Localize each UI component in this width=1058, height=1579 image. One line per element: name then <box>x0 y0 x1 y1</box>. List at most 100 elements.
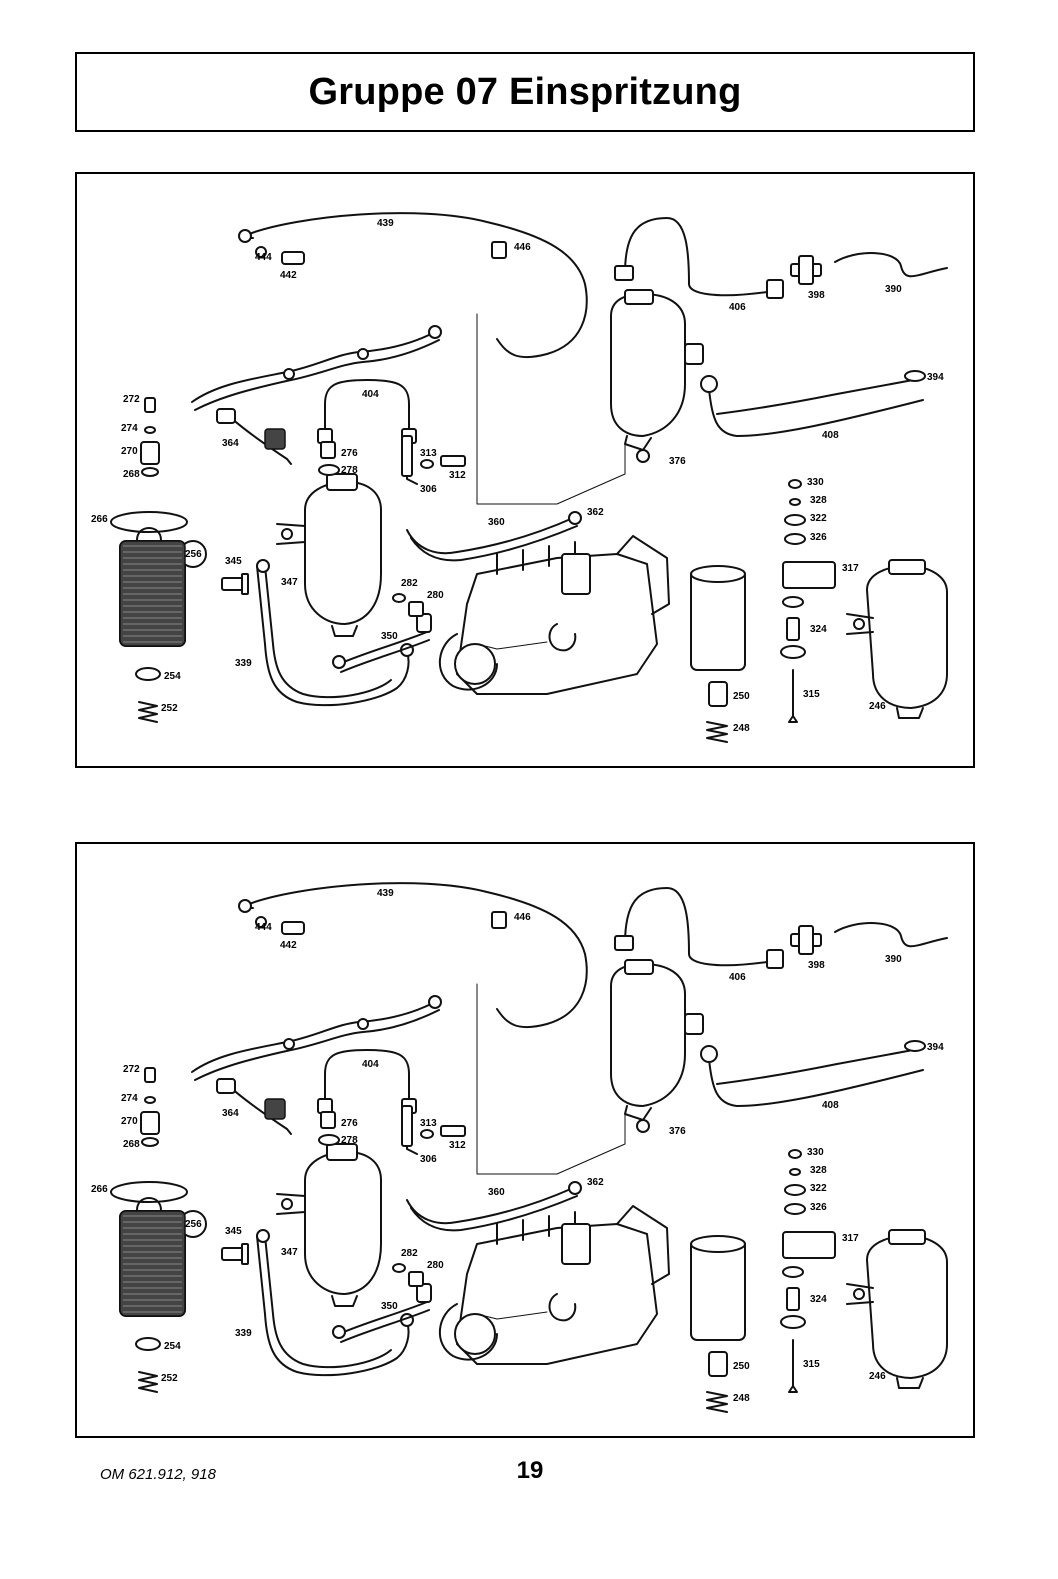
fitting-parts-272-268-shape-1 <box>144 426 156 434</box>
tee-fitting-313-shape-1 <box>420 1129 434 1139</box>
bracket-317-shape-0 <box>782 1231 836 1259</box>
part-label-312: 312 <box>449 470 466 481</box>
fitting-parts-272-268-shape-0 <box>144 1067 156 1083</box>
small-parts-330-326-shape-0 <box>788 1149 802 1159</box>
fuel-filter-top-shape-0 <box>624 959 654 975</box>
injection-lines-bundle-shape-2 <box>283 368 295 380</box>
part-label-266: 266 <box>91 1184 108 1195</box>
injection-lines-bundle-stroke-1 <box>194 339 440 411</box>
part-label-324: 324 <box>810 624 827 635</box>
filter-ring-266-top <box>110 511 188 533</box>
injection-pump-stroke-3 <box>616 535 670 615</box>
injection-lines-bundle-stroke-0 <box>191 1001 436 1073</box>
part-label-276: 276 <box>341 448 358 459</box>
return-line-408-stroke-0 <box>708 388 924 437</box>
hose-350-bottom <box>332 1283 432 1343</box>
spring-248-250-stroke-0 <box>706 1391 728 1413</box>
rings-282-280-shape-1 <box>408 1271 424 1287</box>
part-label-274: 274 <box>121 423 138 434</box>
part-label-339: 339 <box>235 658 252 669</box>
part-label-317: 317 <box>842 563 859 574</box>
fuel-filter-top-shape-1 <box>684 343 704 365</box>
fitting-parts-272-268-top <box>140 397 160 477</box>
ring-394-shape-0 <box>904 1040 926 1052</box>
tee-fitting-313-bottom <box>401 1105 466 1155</box>
small-parts-330-326-shape-2 <box>784 514 806 526</box>
fuel-line-404-shape-0 <box>317 1098 333 1114</box>
part-label-350: 350 <box>381 631 398 642</box>
small-parts-330-326-top <box>784 479 806 545</box>
part-label-330: 330 <box>807 1147 824 1158</box>
part-label-446: 446 <box>514 912 531 923</box>
part-label-272: 272 <box>123 1064 140 1075</box>
banjo-fitting-444-shape-1 <box>255 916 267 928</box>
screw-345-shape-1 <box>241 1243 249 1265</box>
fuel-line-390-stroke-0 <box>834 252 948 278</box>
small-parts-330-326-shape-1 <box>789 1168 801 1176</box>
injection-lines-bundle-top <box>191 325 442 411</box>
hose-360-shape-0 <box>568 511 582 525</box>
injection-pump-stroke-2 <box>438 1303 498 1361</box>
part-label-276: 276 <box>341 1118 358 1129</box>
part-label-362: 362 <box>587 507 604 518</box>
injection-pump-stroke-3 <box>616 1205 670 1285</box>
clip-446-top <box>491 241 507 259</box>
fuel-filter-top-shape-0 <box>624 289 654 305</box>
filter-housing-246-shape-1 <box>853 1288 865 1300</box>
pipe-364-top <box>216 408 292 465</box>
banjo-376-shape-1 <box>700 375 718 393</box>
leader-lines-stroke-1 <box>476 641 548 650</box>
part-label-313: 313 <box>420 448 437 459</box>
hollow-screw-442-bottom <box>281 921 305 935</box>
injection-lines-bundle-stroke-0 <box>191 331 436 403</box>
part-label-394: 394 <box>927 372 944 383</box>
page-number: 19 <box>516 1457 544 1484</box>
bolt-315-top <box>788 669 798 723</box>
part-label-362: 362 <box>587 1177 604 1188</box>
part-label-252: 252 <box>161 703 178 714</box>
injection-pump-stroke-1 <box>496 1211 576 1245</box>
part-label-274: 274 <box>121 1093 138 1104</box>
injection-lines-bundle-shape-0 <box>428 325 442 339</box>
banjo-fitting-444-shape-0 <box>238 229 252 243</box>
fuel-line-390-bottom <box>834 922 948 948</box>
filter-housing-center-stroke-2 <box>331 625 358 637</box>
screw-345-shape-0 <box>221 1247 245 1261</box>
part-label-360: 360 <box>488 1187 505 1198</box>
rings-282-280-bottom <box>392 1263 424 1287</box>
part-label-347: 347 <box>281 577 298 588</box>
hose-350-shape-0 <box>332 1325 346 1339</box>
part-label-315: 315 <box>803 689 820 700</box>
part-label-345: 345 <box>225 1226 242 1237</box>
return-line-408-top <box>708 379 924 437</box>
part-label-398: 398 <box>808 960 825 971</box>
part-label-322: 322 <box>810 1183 827 1194</box>
cross-fitting-398-top <box>790 255 822 285</box>
filter-housing-246-top <box>846 559 948 719</box>
fuel-filter-top-top <box>610 289 704 451</box>
fuel-line-390-top <box>834 252 948 278</box>
clip-446-shape-0 <box>491 241 507 259</box>
fuel-line-406-stroke-0 <box>624 217 768 297</box>
filter-housing-246-stroke-2 <box>896 707 924 719</box>
banjo-fitting-444-shape-1 <box>255 246 267 258</box>
part-label-345: 345 <box>225 556 242 567</box>
stack-326-322-shape-2 <box>780 645 806 659</box>
small-parts-330-326-shape-3 <box>784 1203 806 1215</box>
banjo-fitting-444-shape-0 <box>238 899 252 913</box>
injection-pump-top <box>438 535 670 695</box>
filter-can-shape-0 <box>690 1239 746 1341</box>
pipe-364-shape-0 <box>216 408 236 424</box>
nut-fitting-406-shape-0 <box>614 935 634 951</box>
part-label-254: 254 <box>164 671 181 682</box>
injection-pump-shape-1 <box>561 553 591 595</box>
tee-fitting-313-top <box>401 435 466 485</box>
bracket-317-bottom <box>782 1231 836 1259</box>
fitting-parts-272-268-shape-2 <box>140 1111 160 1135</box>
return-line-339-stroke-0 <box>256 1235 410 1377</box>
hose-350-top <box>332 613 432 673</box>
filter-housing-246-stroke-2 <box>896 1377 924 1389</box>
part-label-324: 324 <box>810 1294 827 1305</box>
injection-pump-stroke-2 <box>438 633 498 691</box>
